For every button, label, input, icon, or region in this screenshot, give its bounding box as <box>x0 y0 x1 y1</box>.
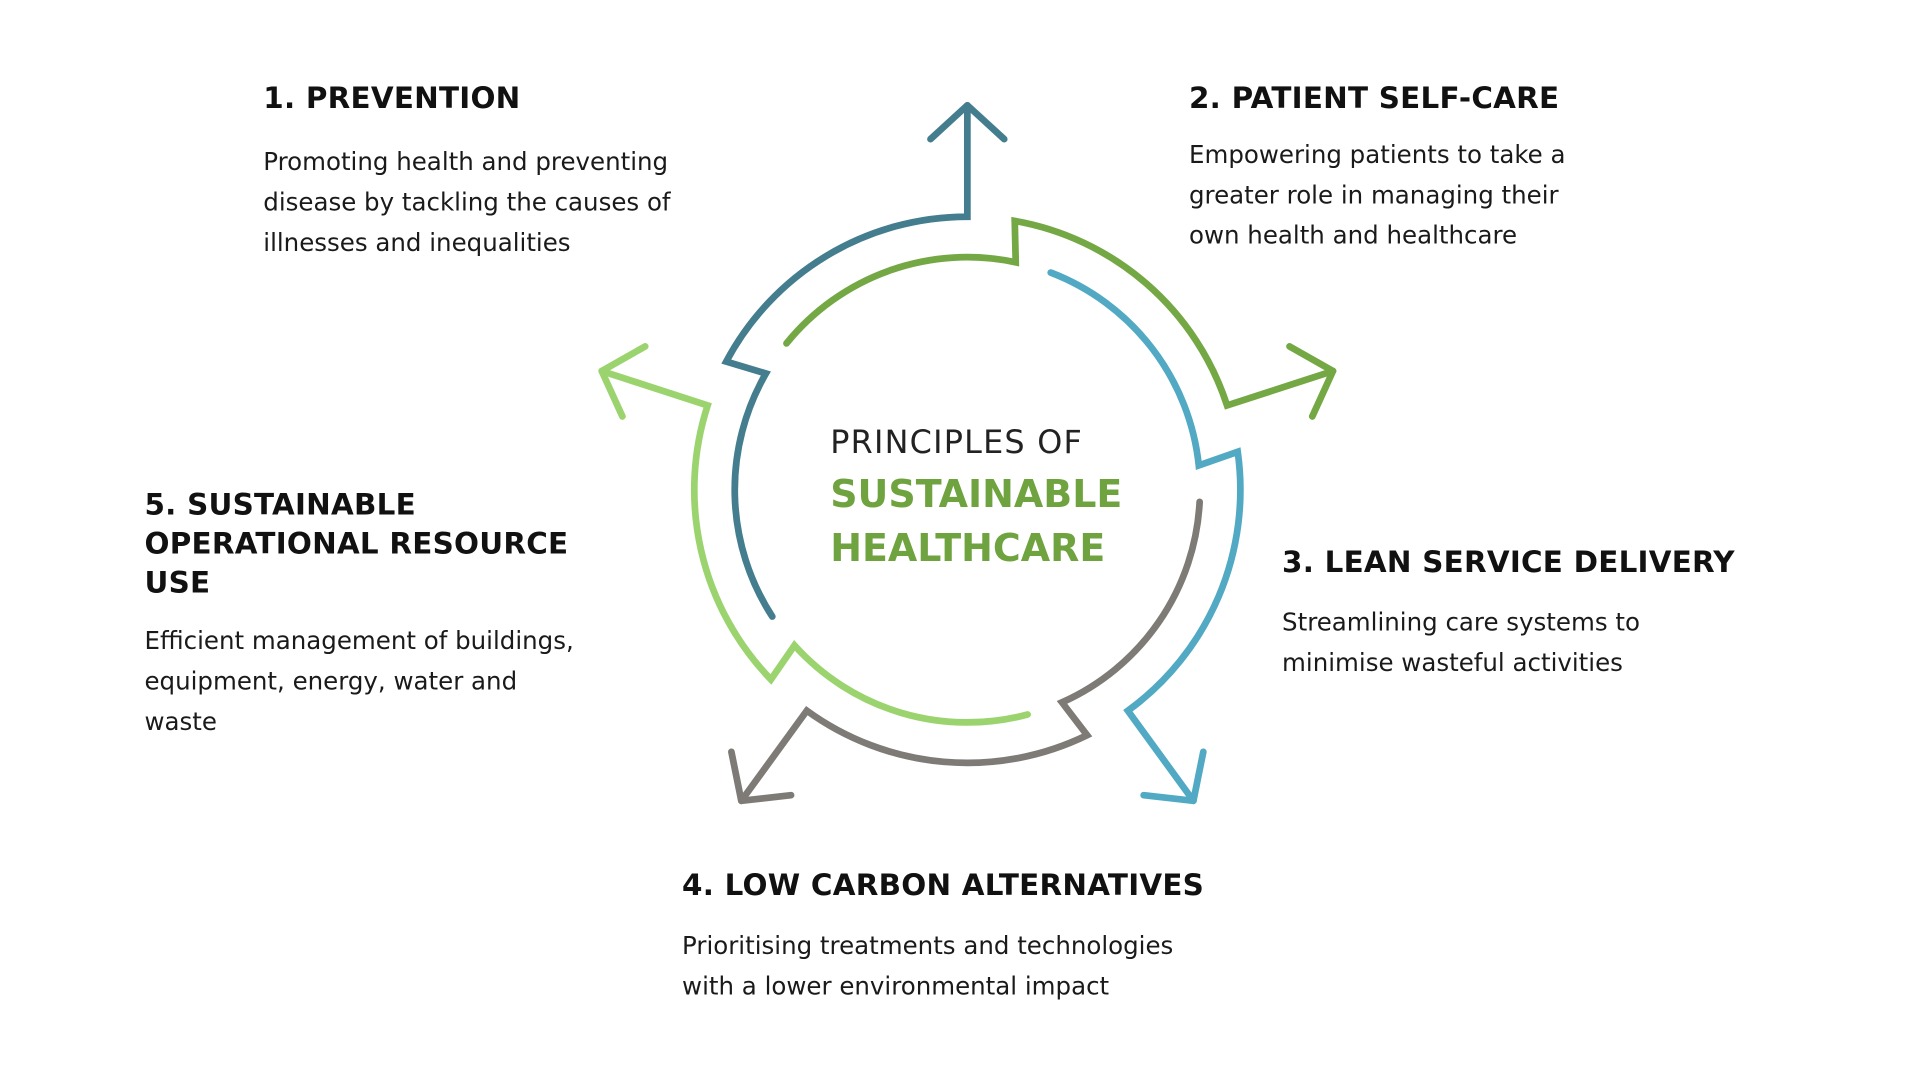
prevention-arrowhead-icon <box>927 101 1008 143</box>
description-line: with a lower environmental impact <box>682 971 1110 1001</box>
title-line: 3. LEAN SERVICE DELIVERY <box>1282 544 1735 580</box>
low-carbon-alternatives-arrowhead-icon <box>728 748 795 805</box>
description-line: Promoting health and preventing <box>263 146 669 177</box>
principle-5-title: 5. SUSTAINABLE OPERATIONAL RESOURCE USE <box>144 485 568 603</box>
principle-3-description: Streamlining care systems to minimise wa… <box>1282 602 1640 683</box>
lean-service-delivery-arrow <box>1047 269 1244 805</box>
principle-4-description: Prioritising treatments and technologies… <box>682 926 1173 1007</box>
prevention-arrow <box>721 101 971 620</box>
title-line: OPERATIONAL RESOURCE <box>144 526 569 561</box>
principle-5-description: Efficient management of buildings, equip… <box>144 621 573 742</box>
center-label: PRINCIPLES OF SUSTAINABLE HEALTHCARE <box>830 419 1122 576</box>
description-line: equipment, energy, water and <box>144 666 518 696</box>
title-line: 2. PATIENT SELF-CARE <box>1188 80 1560 116</box>
description-line: illnesses and inequalities <box>263 227 571 258</box>
center-line-3: HEALTHCARE <box>830 526 1106 571</box>
principle-2-description: Empowering patients to take a greater ro… <box>1189 135 1566 256</box>
description-line: Efficient management of buildings, <box>144 625 574 656</box>
principle-2-title: 2. PATIENT SELF-CARE <box>1189 78 1559 117</box>
low-carbon-alternatives-arrow <box>737 498 1204 805</box>
title-line: 4. LOW CARBON ALTERNATIVES <box>682 868 1205 903</box>
description-line: Streamlining care systems to <box>1282 607 1640 637</box>
title-line: 1. PREVENTION <box>263 80 521 116</box>
title-line: USE <box>144 565 211 601</box>
description-line: Empowering patients to take a <box>1188 139 1566 169</box>
description-line: waste <box>144 706 217 736</box>
principle-1-title: 1. PREVENTION <box>263 78 520 117</box>
principle-3-title: 3. LEAN SERVICE DELIVERY <box>1282 542 1735 581</box>
lean-service-delivery-arrowhead-icon <box>1140 748 1207 805</box>
description-line: Prioritising treatments and technologies <box>682 930 1174 961</box>
patient-self-care-arrow <box>783 216 1337 410</box>
description-line: greater role in managing their <box>1188 180 1559 210</box>
principle-4-title: 4. LOW CARBON ALTERNATIVES <box>682 866 1204 905</box>
center-line-2: SUSTAINABLE <box>830 472 1123 517</box>
principle-1-description: Promoting health and preventing disease … <box>263 142 670 263</box>
sustainable-resource-use-arrow <box>598 367 1031 726</box>
description-line: minimise wasteful activities <box>1282 647 1623 678</box>
description-line: own health and healthcare <box>1188 220 1518 250</box>
description-line: disease by tackling the causes of <box>263 187 671 217</box>
sustainable-resource-use-arrowhead-icon <box>598 343 649 420</box>
patient-self-care-arrowhead-icon <box>1286 343 1337 420</box>
title-line: 5. SUSTAINABLE <box>144 487 416 522</box>
center-line-1: PRINCIPLES OF <box>830 424 1084 462</box>
